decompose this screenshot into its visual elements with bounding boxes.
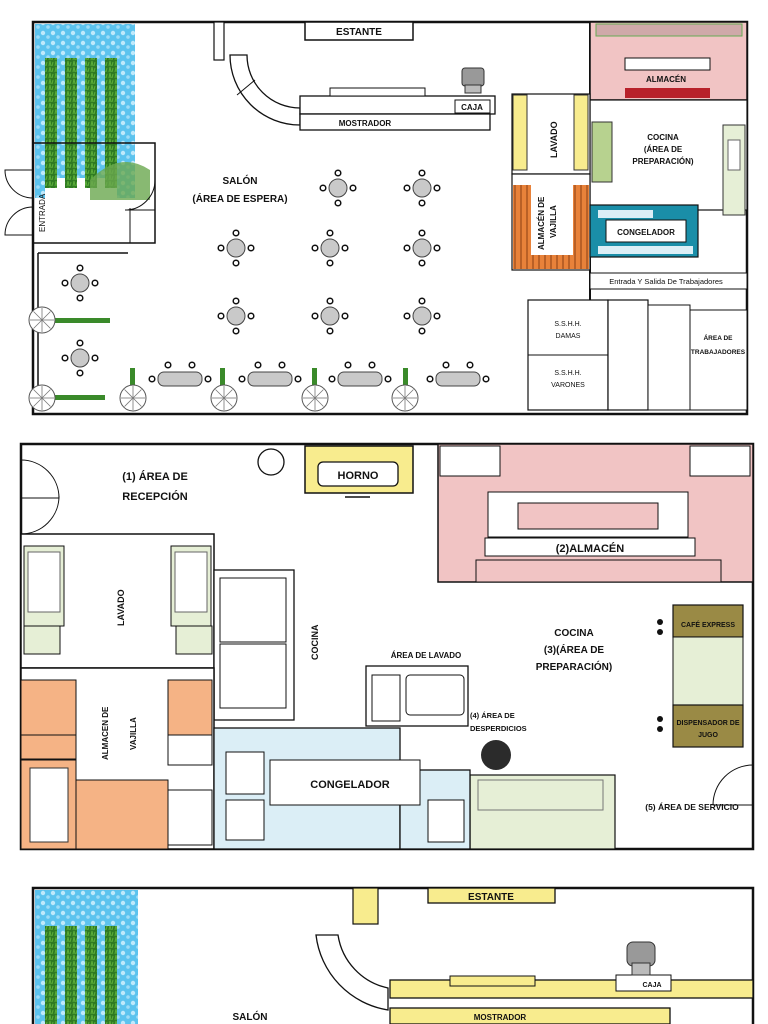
svg-text:DAMAS: DAMAS <box>556 333 581 340</box>
plan2-waste-label: (4) ÁREA DE <box>470 711 515 720</box>
plan1-men-label: S.S.H.H. <box>554 370 581 377</box>
plan3-shelf-label: ESTANTE <box>468 892 514 903</box>
svg-text:RECEPCIÓN: RECEPCIÓN <box>122 490 187 503</box>
plan3-lounge-label: SALÓN <box>233 1010 268 1023</box>
svg-text:VAJILLA: VAJILLA <box>549 205 558 238</box>
table <box>311 297 349 335</box>
plan2-espresso <box>672 604 744 638</box>
table <box>217 229 255 267</box>
table <box>403 229 441 267</box>
table <box>319 169 357 207</box>
bench-table <box>148 361 212 387</box>
plan3-outer-wall <box>31 886 755 1024</box>
svg-text:(ÁREA DE: (ÁREA DE <box>644 145 683 154</box>
plan1-entrance-label: ENTRADA <box>38 193 47 232</box>
plan2-juice <box>672 704 744 748</box>
svg-text:DESPERDICIOS: DESPERDICIOS <box>470 724 527 733</box>
svg-text:(3)(ÁREA DE: (3)(ÁREA DE <box>544 643 605 656</box>
plan1-staff-door-label: Entrada Y Salida De Trabajadores <box>609 277 723 286</box>
plan-3: ESTANTE MOSTRADOR CAJA SALÓN <box>31 886 755 1024</box>
plan1-tables <box>61 169 441 377</box>
plan1-ladies-label: S.S.H.H. <box>554 321 581 328</box>
table <box>311 229 349 267</box>
plan1-kitchen-label: COCINA <box>647 133 679 142</box>
plan3-counter-label: MOSTRADOR <box>474 1013 527 1022</box>
plan2-cooking-label: COCINA <box>310 624 320 660</box>
plan2-storage-label: (2)ALMACÉN <box>556 542 624 555</box>
plan-2: (1) ÁREA DE RECEPCIÓN HORNO (2)ALMACÉN C… <box>19 442 755 851</box>
bench-table <box>238 361 302 387</box>
plan3-counter <box>389 1007 671 1024</box>
plan1-lounge-label: SALÓN <box>223 174 258 187</box>
plan2-washing-label: LAVADO <box>116 589 126 626</box>
svg-text:PREPARACIÓN): PREPARACIÓN) <box>536 660 612 673</box>
plan1-counter-label: MOSTRADOR <box>339 119 392 128</box>
bench-table <box>426 361 490 387</box>
plant-icon <box>28 384 56 412</box>
plan2-reception-label: (1) ÁREA DE <box>122 470 188 483</box>
bench-table <box>328 361 392 387</box>
plant-icon <box>28 306 56 334</box>
table <box>217 297 255 335</box>
plan1-counter <box>299 113 491 131</box>
plan1-washing-label: LAVADO <box>549 121 559 158</box>
plant-icon <box>391 384 419 412</box>
plan2-tableware-label: ALMACEN DE <box>101 706 110 760</box>
plan1-cashier-label: CAJA <box>461 103 483 112</box>
table <box>61 339 99 377</box>
svg-text:PREPARACIÓN): PREPARACIÓN) <box>632 157 694 166</box>
table <box>61 264 99 302</box>
plan2-oven-label: HORNO <box>338 470 379 482</box>
plan1-water-feature <box>35 24 135 58</box>
plan2-kitchen-label: COCINA <box>554 628 593 639</box>
plan2-juice-label: DISPENSADOR DE <box>676 720 739 727</box>
plan1-shelf-label: ESTANTE <box>336 27 382 38</box>
svg-text:VARONES: VARONES <box>551 382 585 389</box>
plan1-freezer-label: CONGELADOR <box>617 228 675 237</box>
plan1-storage-label: ALMACÉN <box>646 75 686 84</box>
plant-icon <box>210 384 238 412</box>
plant-icon <box>119 384 147 412</box>
plan1-shelf <box>304 21 414 41</box>
plant-icon <box>301 384 329 412</box>
svg-text:JUGO: JUGO <box>698 732 718 739</box>
plan2-espresso-label: CAFÉ EXPRESS <box>681 620 735 629</box>
plan1-tableware-label: ALMACÉN DE <box>537 196 546 250</box>
plan2-service-label: (5) ÁREA DE SERVICIO <box>645 802 739 812</box>
plan1-lounge-sublabel: (ÁREA DE ESPERA) <box>192 192 287 205</box>
plan2-wash-area-label: ÁREA DE LAVADO <box>391 651 462 660</box>
svg-text:TRABAJADORES: TRABAJADORES <box>691 349 746 356</box>
plan2-freezer-label: CONGELADOR <box>310 779 390 791</box>
svg-text:VAJILLA: VAJILLA <box>129 717 138 750</box>
table <box>403 297 441 335</box>
plan1-staff-area-label: ÁREA DE <box>703 333 733 342</box>
plan-1: ENTRADA ESTANTE MOSTRADOR CAJA SALÓN (ÁR… <box>4 20 749 416</box>
plan3-cashier-label: CAJA <box>642 982 661 989</box>
table <box>403 169 441 207</box>
